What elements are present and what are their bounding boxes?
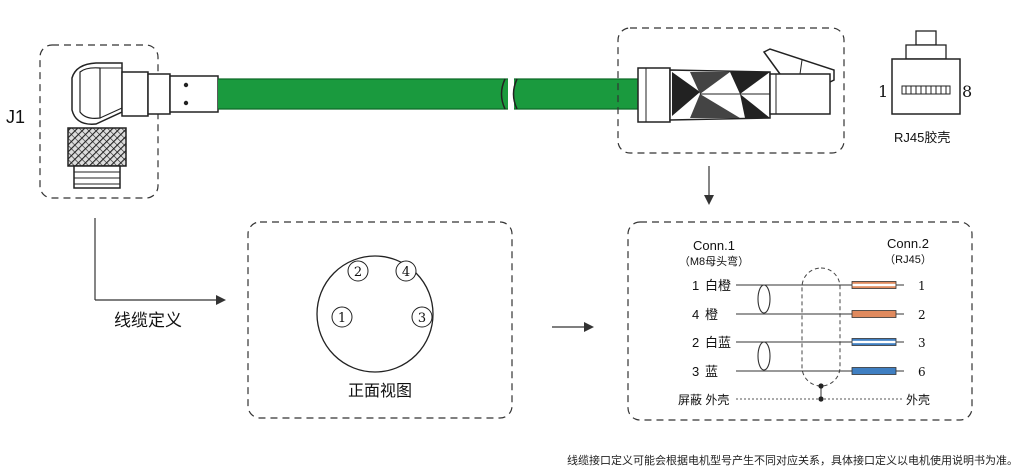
- m8-connector-frame: [39, 44, 159, 199]
- front-view-circle: [316, 255, 434, 373]
- pin-4: 4: [395, 260, 417, 282]
- rj45-housing-label: RJ45胶壳: [894, 130, 950, 145]
- m8-connector-illustration: [67, 62, 219, 189]
- rj45-housing-icon: [891, 30, 961, 115]
- pin-3: 3: [411, 306, 433, 328]
- rj45-plug-illustration: [637, 48, 835, 123]
- wire-right-pin: 1: [918, 279, 926, 293]
- conn2-sub-label: （RJ45）: [884, 253, 932, 266]
- wire-left-pin: 1: [692, 278, 699, 293]
- shield-left-label: 屏蔽 外壳: [678, 393, 729, 407]
- wire-left-name: 白蓝: [705, 335, 731, 350]
- pin-1: 1: [331, 306, 353, 328]
- wiring-frame: [627, 221, 973, 421]
- j1-label: J1: [6, 107, 25, 127]
- conn1-sub-label: （M8母头弯）: [679, 254, 749, 268]
- wire-left-name: 蓝: [705, 364, 718, 379]
- wire-right-pin: 6: [918, 365, 926, 379]
- wire-left-pin: 4: [692, 307, 699, 322]
- svg-text:4: 4: [402, 265, 410, 280]
- rj45-connector-frame: [617, 27, 845, 154]
- twist-pair-1: [757, 284, 771, 314]
- svg-text:1: 1: [338, 311, 346, 326]
- green-cable: [218, 78, 642, 110]
- cable-definition-label: 线缆定义: [114, 311, 182, 330]
- wire-color-swatch: [851, 310, 897, 318]
- twist-pair-2: [757, 341, 771, 371]
- flow-arrows: [94, 166, 714, 332]
- wire-stripe: [852, 283, 896, 287]
- wire-row-1: 1 白橙 1: [692, 278, 926, 293]
- wire-left-pin: 3: [692, 364, 699, 379]
- wire-color-swatch: [851, 367, 897, 375]
- shield-right-label: 外壳: [906, 393, 930, 407]
- wire-row-3: 2 白蓝 3: [692, 335, 926, 350]
- rj45-pin-left-label: 1: [878, 82, 888, 101]
- wire-left-name: 白橙: [705, 278, 731, 293]
- pin-2: 2: [347, 260, 369, 282]
- svg-text:3: 3: [418, 311, 426, 326]
- shield-oval: [801, 267, 841, 387]
- conn2-label: Conn.2: [887, 236, 929, 251]
- wire-right-pin: 2: [918, 308, 926, 322]
- wire-left-name: 橙: [705, 307, 718, 322]
- svg-text:2: 2: [354, 265, 362, 280]
- front-view-label: 正面视图: [348, 382, 412, 400]
- conn1-label: Conn.1: [693, 238, 735, 253]
- front-view-frame: [247, 221, 513, 419]
- rj45-pin-right-label: 8: [962, 82, 972, 101]
- wire-left-pin: 2: [692, 335, 699, 350]
- wire-stripe: [852, 340, 896, 344]
- wire-right-pin: 3: [918, 336, 926, 350]
- footnote: 线缆接口定义可能会根据电机型号产生不同对应关系，具体接口定义以电机使用说明书为准…: [567, 453, 1018, 467]
